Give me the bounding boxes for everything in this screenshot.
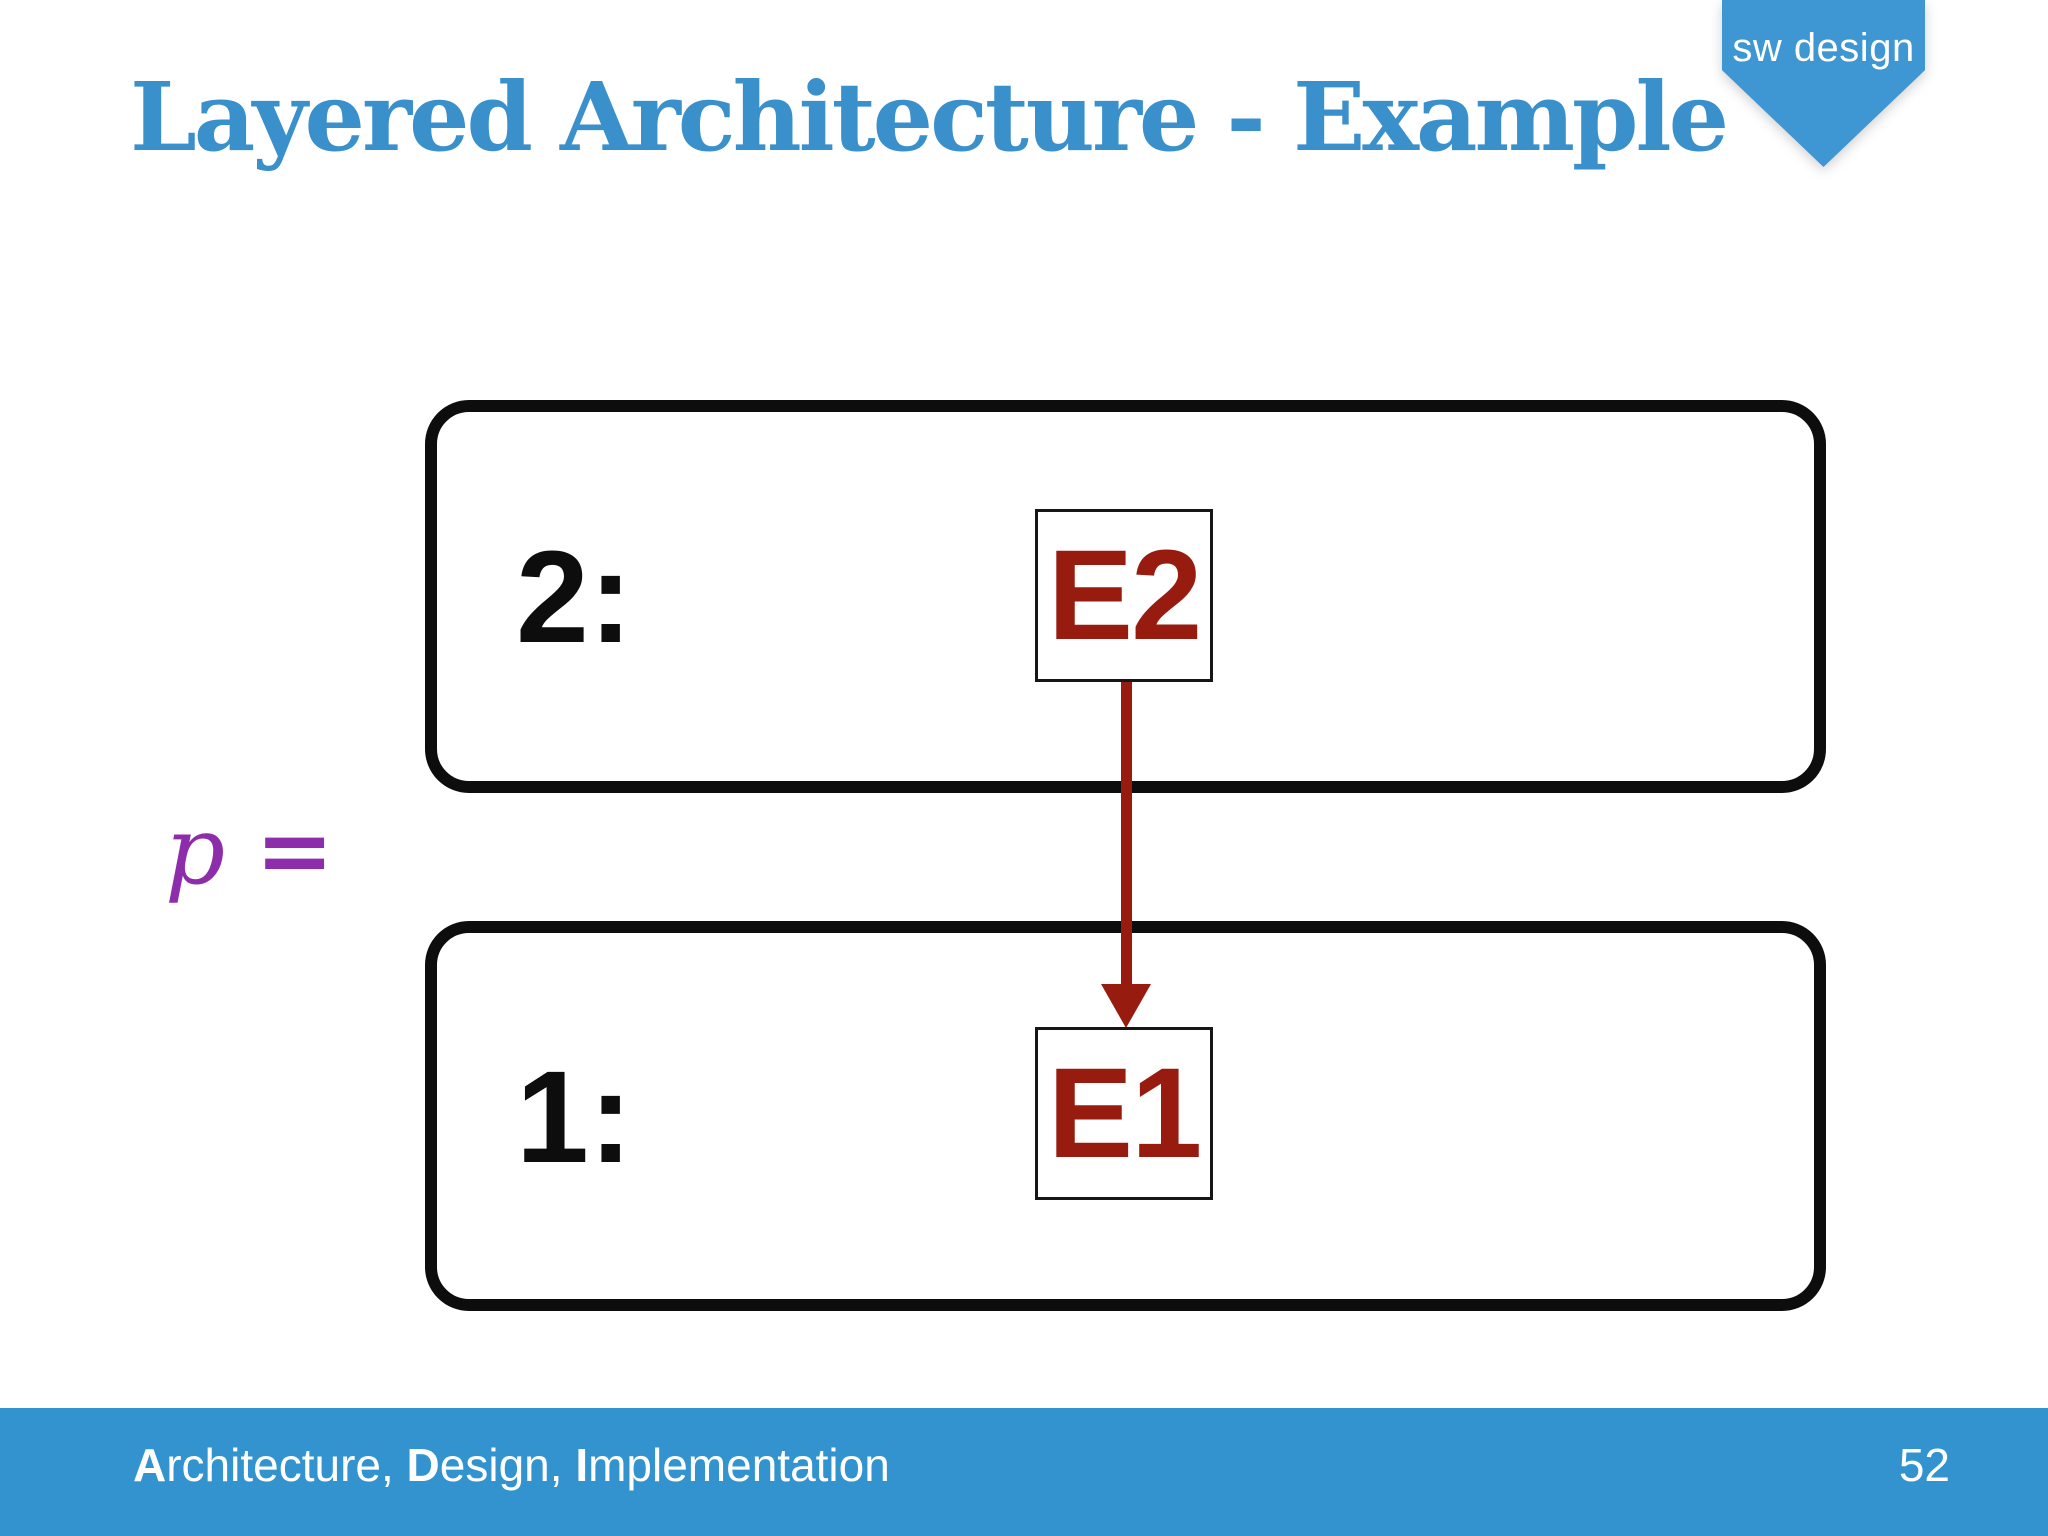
element-e2-label: E2 <box>1047 523 1203 667</box>
layer-2-label: 2: <box>516 523 633 670</box>
credit-part: esign, <box>439 1439 576 1491</box>
credit-part: mplementation <box>588 1439 890 1491</box>
layer-1-label: 1: <box>516 1042 633 1190</box>
badge-ribbon-icon: sw design <box>1722 0 1925 167</box>
credit-part: I <box>575 1439 589 1491</box>
badge-label: sw design <box>1732 26 1915 70</box>
equation-p-equals: p= <box>165 804 334 899</box>
page-number: 52 <box>1898 1439 1950 1491</box>
credit-part: D <box>406 1439 440 1491</box>
footer-bar: Architecture, Design, Implementation 52 <box>0 1408 2048 1536</box>
credit-part: rchitecture, <box>166 1439 407 1491</box>
dependency-arrow-stem <box>1121 682 1132 992</box>
equation-operator: = <box>255 796 334 906</box>
dependency-arrow-head-icon <box>1101 984 1151 1028</box>
element-e1-label: E1 <box>1047 1041 1203 1185</box>
slide-title: Layered Architecture - Example <box>130 62 1729 173</box>
footer-credit: Architecture, Design, Implementation <box>133 1438 890 1492</box>
sw-design-badge: sw design <box>1722 0 1925 167</box>
equation-variable: p <box>165 797 226 906</box>
element-e2-box: E2 <box>1035 509 1213 682</box>
element-e1-box: E1 <box>1035 1027 1213 1200</box>
credit-part: A <box>133 1439 167 1491</box>
